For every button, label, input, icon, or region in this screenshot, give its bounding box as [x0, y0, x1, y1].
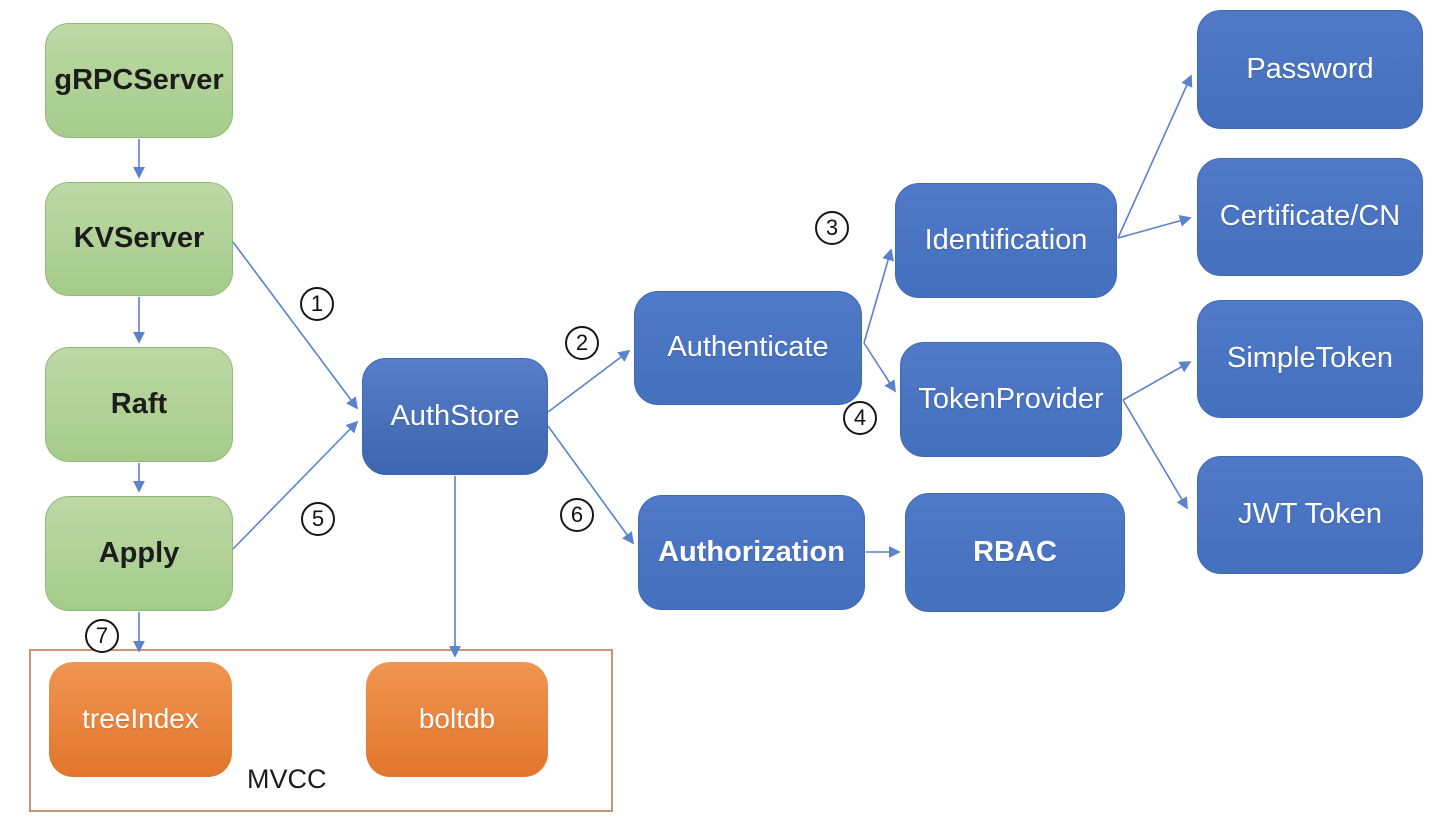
- step-badge-6: 6: [560, 498, 594, 532]
- node-label: JWT Token: [1238, 498, 1382, 531]
- node-boltdb: boltdb: [366, 662, 548, 777]
- step-badge-5: 5: [301, 502, 335, 536]
- step-badge-7: 7: [85, 619, 119, 653]
- node-authorization: Authorization: [638, 495, 865, 610]
- step-badge-number: 4: [853, 405, 867, 430]
- edge-tokenprovider-simpletoken: [1122, 361, 1192, 401]
- step-badge-number: 5: [311, 506, 325, 531]
- node-label: Raft: [110, 387, 168, 420]
- node-raft: Raft: [45, 347, 233, 462]
- node-label: boltdb: [418, 703, 496, 735]
- node-label: Password: [1246, 52, 1374, 85]
- node-kvserver: KVServer: [45, 182, 233, 296]
- node-rbac: RBAC: [905, 493, 1125, 612]
- node-label: Authenticate: [667, 331, 829, 364]
- node-label: gRPCServer: [54, 63, 224, 96]
- node-label: Identification: [924, 223, 1088, 256]
- node-label: Certificate/CN: [1219, 200, 1401, 233]
- edge-identification-password: [1117, 74, 1193, 239]
- mvcc-container: [29, 649, 613, 812]
- edge-apply-authstore: [232, 420, 359, 550]
- mvcc-label: MVCC: [247, 764, 327, 794]
- node-identification: Identification: [895, 183, 1117, 298]
- edge-tokenprovider-jwttoken: [1122, 399, 1188, 510]
- node-authstore: AuthStore: [362, 358, 548, 475]
- edge-identification-certificate: [1117, 214, 1192, 239]
- step-badge-number: 7: [95, 623, 109, 648]
- step-badge-1: 1: [300, 287, 334, 321]
- node-simpletoken: SimpleToken: [1197, 300, 1423, 418]
- node-jwttoken: JWT Token: [1197, 456, 1423, 574]
- node-label: SimpleToken: [1226, 342, 1394, 375]
- step-badge-number: 2: [575, 330, 589, 355]
- edge-kvserver-authstore: [232, 241, 359, 410]
- edge-authenticate-identification: [863, 248, 894, 344]
- step-badge-number: 1: [310, 291, 324, 316]
- step-badge-number: 6: [570, 502, 584, 527]
- node-label: treeIndex: [82, 703, 199, 735]
- node-label: TokenProvider: [918, 382, 1104, 415]
- step-badge-number: 3: [825, 215, 839, 240]
- edge-authstore-authorization: [547, 425, 635, 545]
- node-treeindex: treeIndex: [49, 662, 232, 777]
- node-apply: Apply: [45, 496, 233, 611]
- step-badge-2: 2: [565, 326, 599, 360]
- node-tokenprovider: TokenProvider: [900, 342, 1122, 457]
- node-certificate: Certificate/CN: [1197, 158, 1423, 276]
- step-badge-4: 4: [843, 401, 877, 435]
- node-password: Password: [1197, 10, 1423, 129]
- node-authenticate: Authenticate: [634, 291, 862, 405]
- edge-authenticate-tokenprovider: [863, 342, 896, 393]
- node-label: AuthStore: [390, 399, 520, 432]
- step-badge-3: 3: [815, 211, 849, 245]
- node-label: Authorization: [658, 535, 845, 568]
- node-label: RBAC: [973, 535, 1057, 568]
- node-label: Apply: [98, 536, 180, 569]
- edge-authstore-authenticate: [547, 349, 631, 413]
- node-label: KVServer: [73, 222, 205, 255]
- node-grpcserver: gRPCServer: [45, 23, 233, 138]
